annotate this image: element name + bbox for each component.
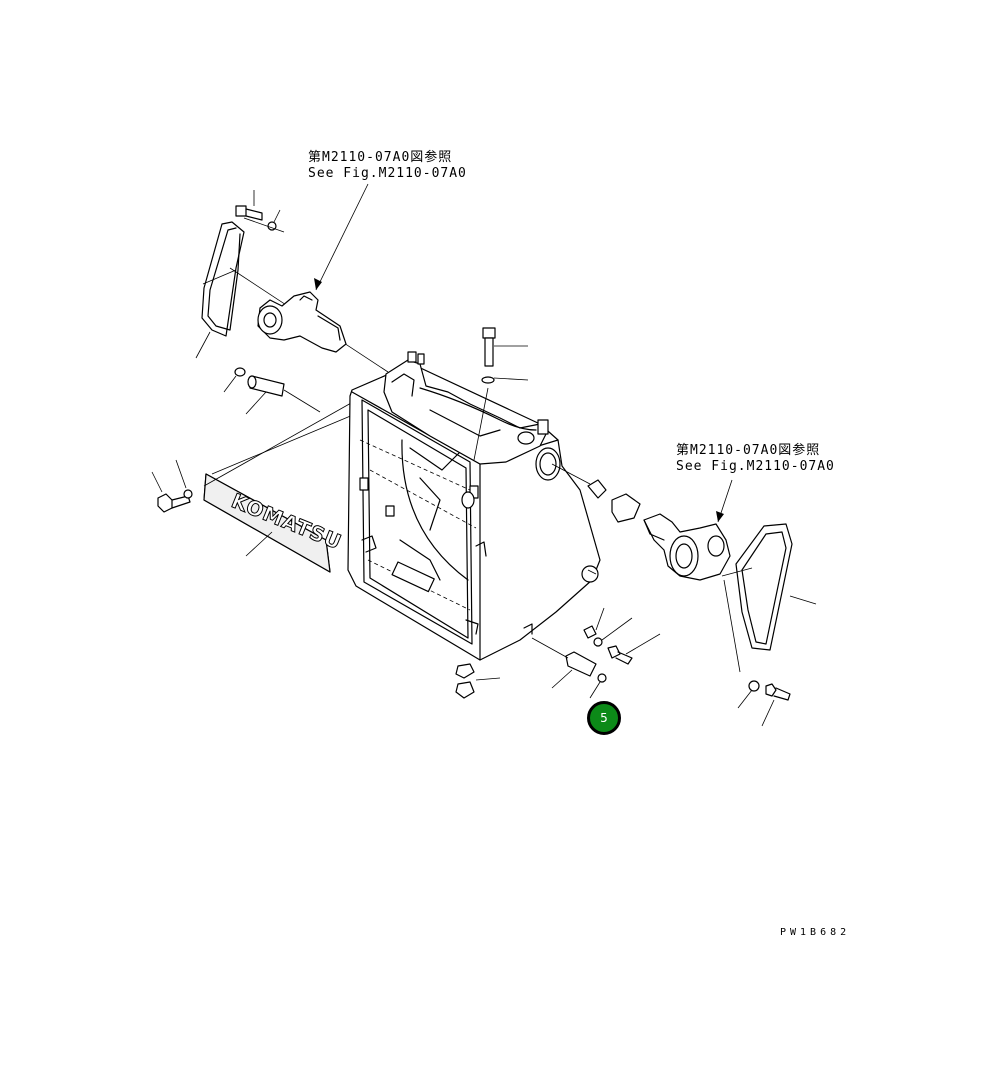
reference-arrow-top [314, 183, 369, 291]
bottom-right-bolts [583, 625, 633, 665]
left-bolt-top [235, 205, 277, 231]
right-bottom-bolt [748, 680, 791, 701]
reference-note-right: 第M2110-07A0図参照 See Fig.M2110-07A0 [676, 443, 835, 475]
left-handrail [201, 221, 245, 337]
bottom-nuts [455, 663, 475, 699]
reference-note-top-jp: 第M2110-07A0図参照 [308, 150, 453, 165]
right-steering-hub [643, 513, 731, 581]
right-bushings [587, 479, 641, 523]
left-shaft-pin [234, 367, 285, 397]
leader-lines [151, 190, 817, 727]
top-bolt [481, 327, 496, 384]
reference-note-top: 第M2110-07A0図参照 See Fig.M2110-07A0 [308, 150, 467, 182]
reference-note-right-en: See Fig.M2110-07A0 [676, 459, 835, 474]
reference-note-top-en: See Fig.M2110-07A0 [308, 166, 467, 181]
part-callout-label: 5 [600, 711, 608, 725]
bottom-pin [565, 651, 607, 683]
left-side-bolt [157, 489, 193, 513]
drawing-code: PW1B682 [780, 927, 851, 938]
right-handrail [721, 523, 793, 651]
reference-arrow-right [716, 479, 733, 523]
part-callout-marker[interactable]: 5 [587, 701, 621, 735]
frame-right-bosses [535, 447, 599, 583]
left-steering-hub [257, 291, 347, 353]
nameplate: KOMATSU [203, 473, 346, 573]
reference-note-right-jp: 第M2110-07A0図参照 [676, 443, 821, 458]
frame-top-tank [383, 351, 549, 465]
